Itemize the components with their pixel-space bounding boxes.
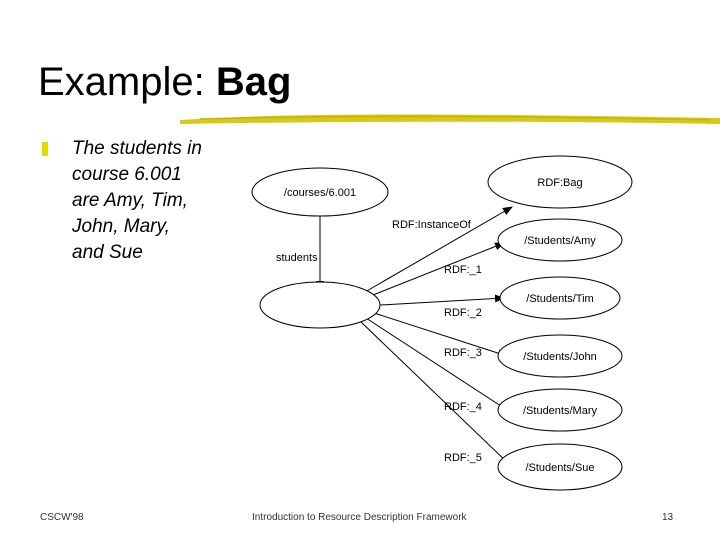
edge-instanceof-line [364, 206, 513, 293]
node-bag [487, 155, 633, 209]
edge-3-line [373, 312, 508, 358]
node-mary-label: /Students/Mary [523, 405, 597, 417]
edge-2-line [379, 294, 505, 306]
edge-1-label: RDF:_1 [444, 264, 482, 276]
title-prefix: Example: [38, 60, 216, 104]
node-course [251, 167, 389, 217]
node-amy [497, 218, 623, 262]
edge-2-label: RDF:_2 [444, 307, 482, 319]
node-john [497, 334, 623, 378]
title-underline [180, 114, 720, 124]
node-tim-label: /Students/Tim [526, 293, 593, 305]
bullet-text: The students in course 6.001 are Amy, Ti… [72, 138, 202, 263]
edge-1-line [367, 242, 505, 298]
footer-left: CSCW'98 [40, 512, 84, 523]
node-course-label: /courses/6.001 [284, 187, 356, 199]
page-number: 13 [662, 512, 674, 523]
edge-4-label: RDF:_4 [444, 401, 482, 413]
edge-4-line [365, 317, 508, 411]
footer-center: Introduction to Resource Description Fra… [252, 512, 467, 523]
node-john-label: /Students/John [523, 351, 596, 363]
edge-5-label: RDF:_5 [444, 452, 482, 464]
edge-5-line [359, 320, 511, 466]
edge-students-label: students [276, 252, 318, 264]
node-tim [499, 276, 621, 320]
edge-instanceof-label: RDF:InstanceOf [392, 219, 472, 231]
bullet-marker [42, 142, 48, 156]
title-emphasis: Bag [215, 60, 292, 104]
node-sue [497, 443, 623, 491]
node-sue-label: /Students/Sue [525, 462, 594, 474]
node-amy-label: /Students/Amy [524, 235, 596, 247]
node-bag-label: RDF:Bag [537, 177, 582, 189]
node-mary [497, 388, 623, 432]
edge-3-label: RDF:_3 [444, 347, 482, 359]
node-bag-instance [259, 281, 381, 329]
slide-title: Example: Bag [38, 60, 291, 105]
